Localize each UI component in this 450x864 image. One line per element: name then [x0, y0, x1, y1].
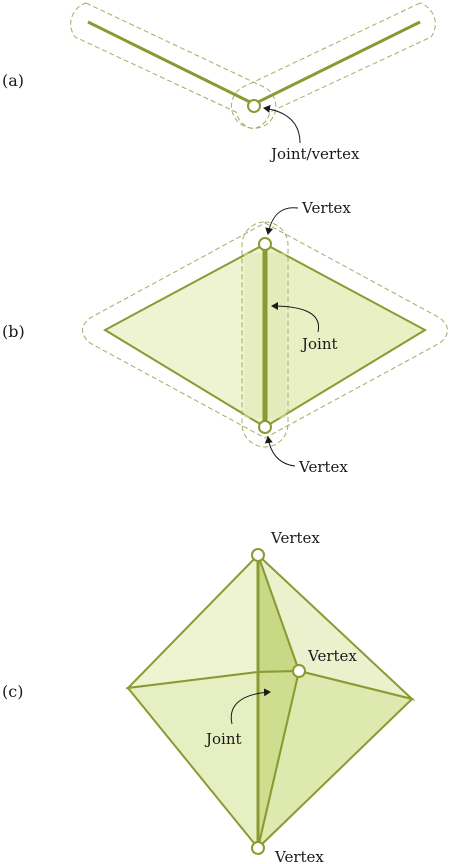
joint-vertex-arrow	[263, 104, 301, 144]
joint-arrow-c	[230, 688, 271, 725]
bottom-vertex-label-c: Vertex	[274, 848, 324, 864]
panel-c: (c) Vertex Vertex Joint Vertex	[2, 529, 416, 864]
face-upper-left	[125, 552, 259, 690]
bottom-vertex-marker	[258, 420, 272, 434]
top-vertex-label-c: Vertex	[270, 529, 320, 547]
bottom-vertex-marker-c	[251, 841, 265, 855]
triangle-right	[264, 242, 428, 429]
panel-c-tag: (c)	[2, 682, 23, 701]
panel-b: (b) Vertex Joint Vertex	[2, 199, 448, 476]
bottom-vertex-arrow	[264, 436, 296, 467]
joint-capsule-outline	[241, 221, 289, 448]
panel-a-tag: (a)	[2, 71, 24, 90]
top-vertex-marker	[258, 237, 272, 251]
panel-a: (a) Joint/vertex	[2, 2, 436, 163]
panel-b-tag: (b)	[2, 322, 25, 341]
mid-vertex-label-c: Vertex	[307, 647, 357, 665]
joint-arrow	[271, 302, 320, 333]
joint-vertex-marker	[247, 99, 261, 113]
top-vertex-marker-c	[251, 548, 265, 562]
link-right	[253, 20, 421, 106]
capsule-outline-right	[231, 2, 436, 129]
face-lower-left	[126, 670, 259, 851]
link-left	[87, 20, 255, 106]
mid-vertex-marker-c	[292, 664, 306, 678]
bottom-vertex-label: Vertex	[298, 458, 348, 476]
top-vertex-arrow	[265, 207, 299, 235]
triangle-left	[102, 242, 266, 429]
joint-label-c: Joint	[204, 730, 242, 748]
face-lower-right	[256, 669, 414, 852]
joint-vertex-label: Joint/vertex	[269, 145, 360, 163]
top-vertex-label: Vertex	[301, 199, 351, 217]
joint-label: Joint	[300, 335, 338, 353]
